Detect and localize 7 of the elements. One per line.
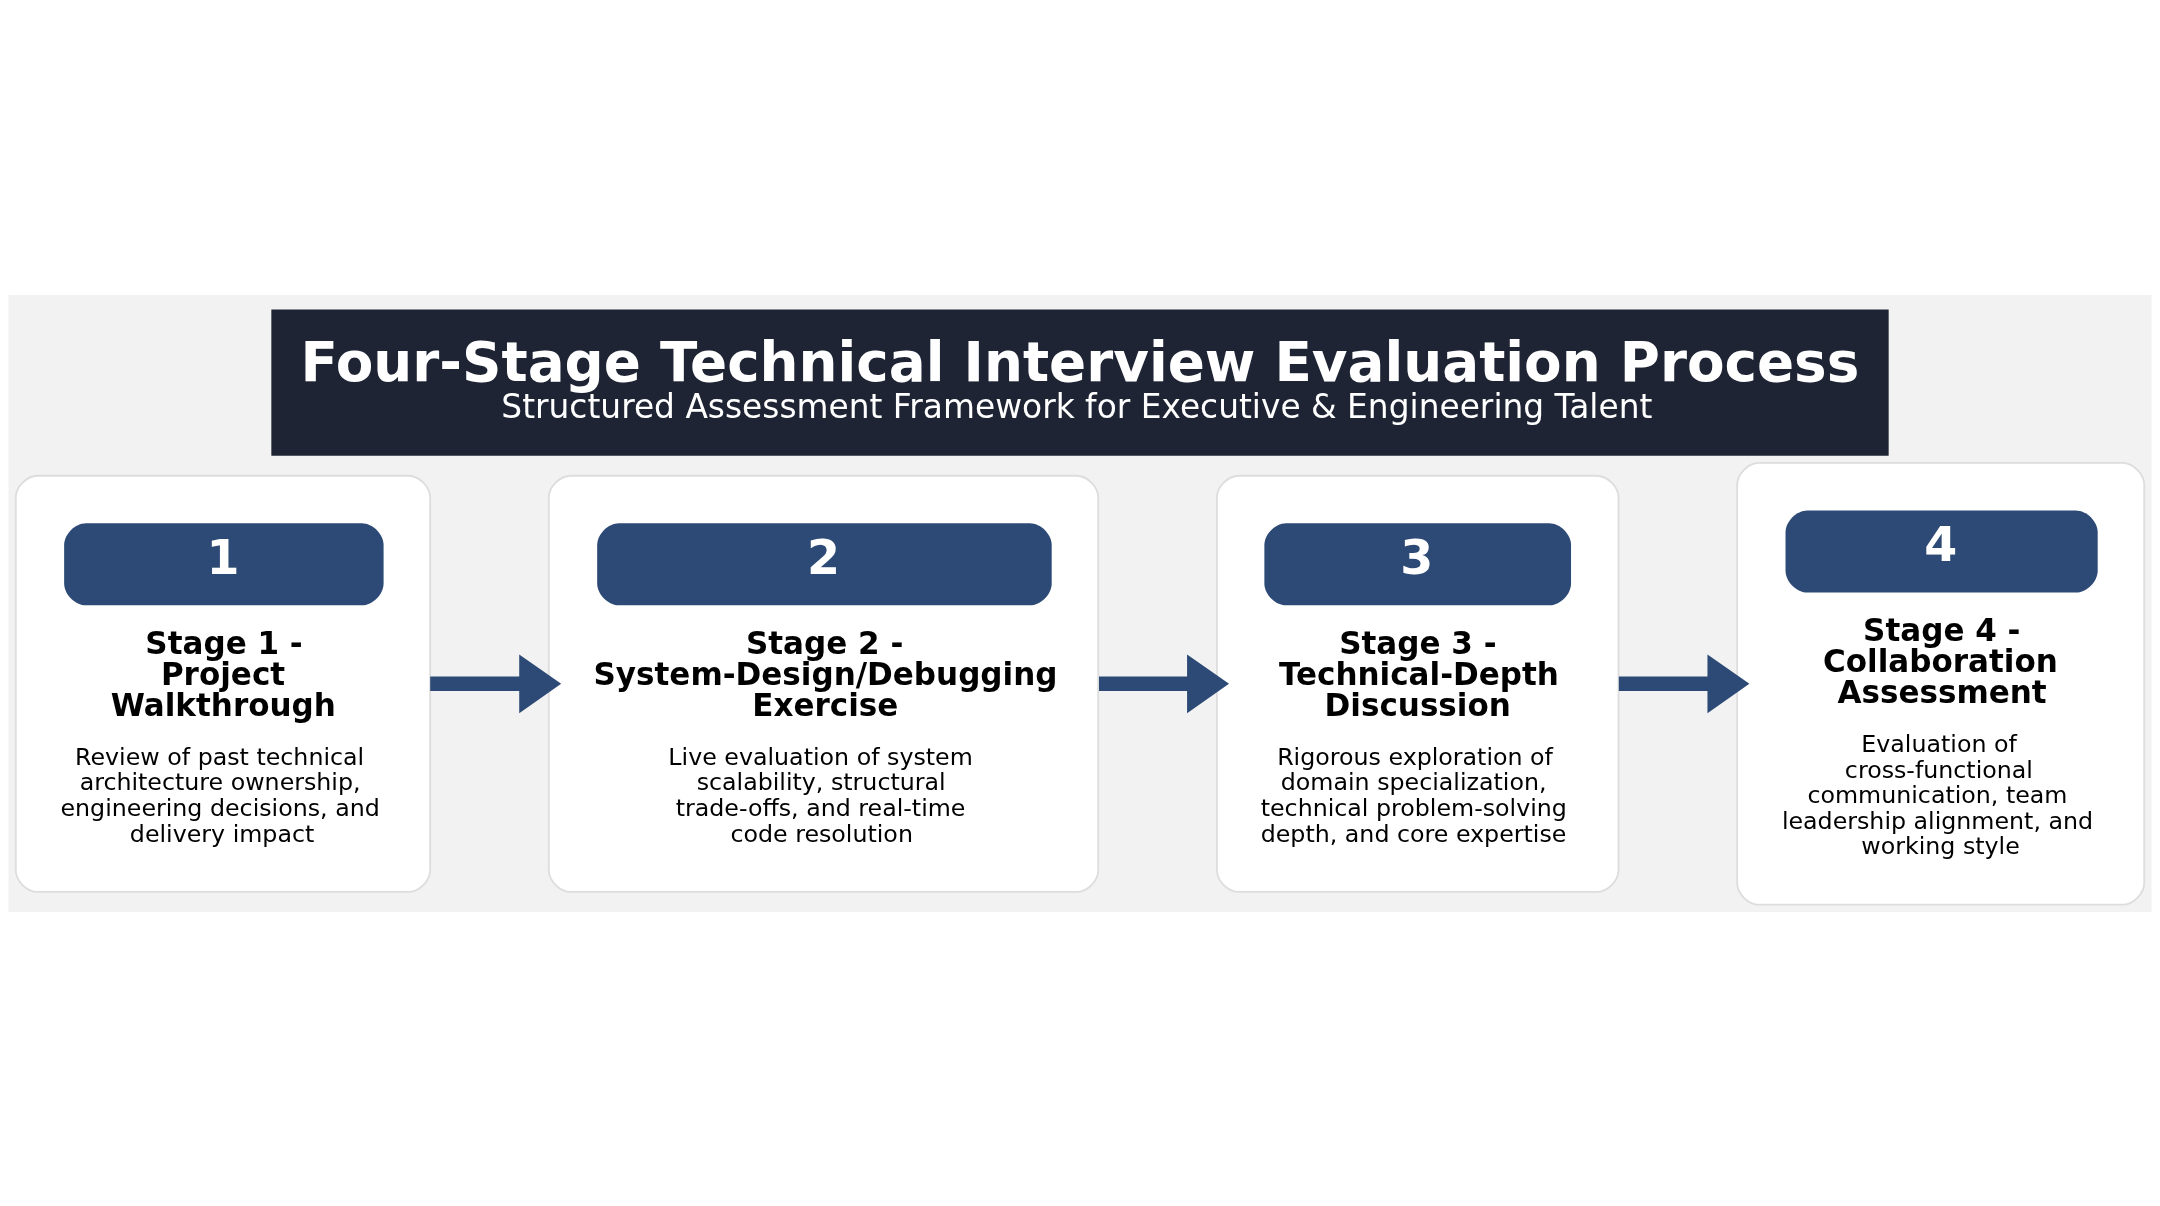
node-box: 4 Stage 4 - Collaboration Assessment Evaluation of cross-functional communication, team leadership alignment, and working style bbox=[1736, 461, 2146, 906]
node-box: 1 Stage 1 - Project Walkthrough Review of past technical architecture ownership, engineering decisions, and delivery impact bbox=[14, 474, 432, 893]
arrow bbox=[1099, 653, 1230, 713]
node-box: 3 Stage 3 - Technical-Depth Discussion Rigorous exploration of domain specialization, technical problem-solving depth, and core expertise bbox=[1216, 474, 1620, 893]
node-box: 2 Stage 2 - System-Design/Debugging Exercise Live evaluation of system scalability, structural trade-offs, and real-time code resolution bbox=[547, 474, 1100, 893]
arrow bbox=[1618, 653, 1750, 713]
arrow bbox=[430, 653, 562, 713]
